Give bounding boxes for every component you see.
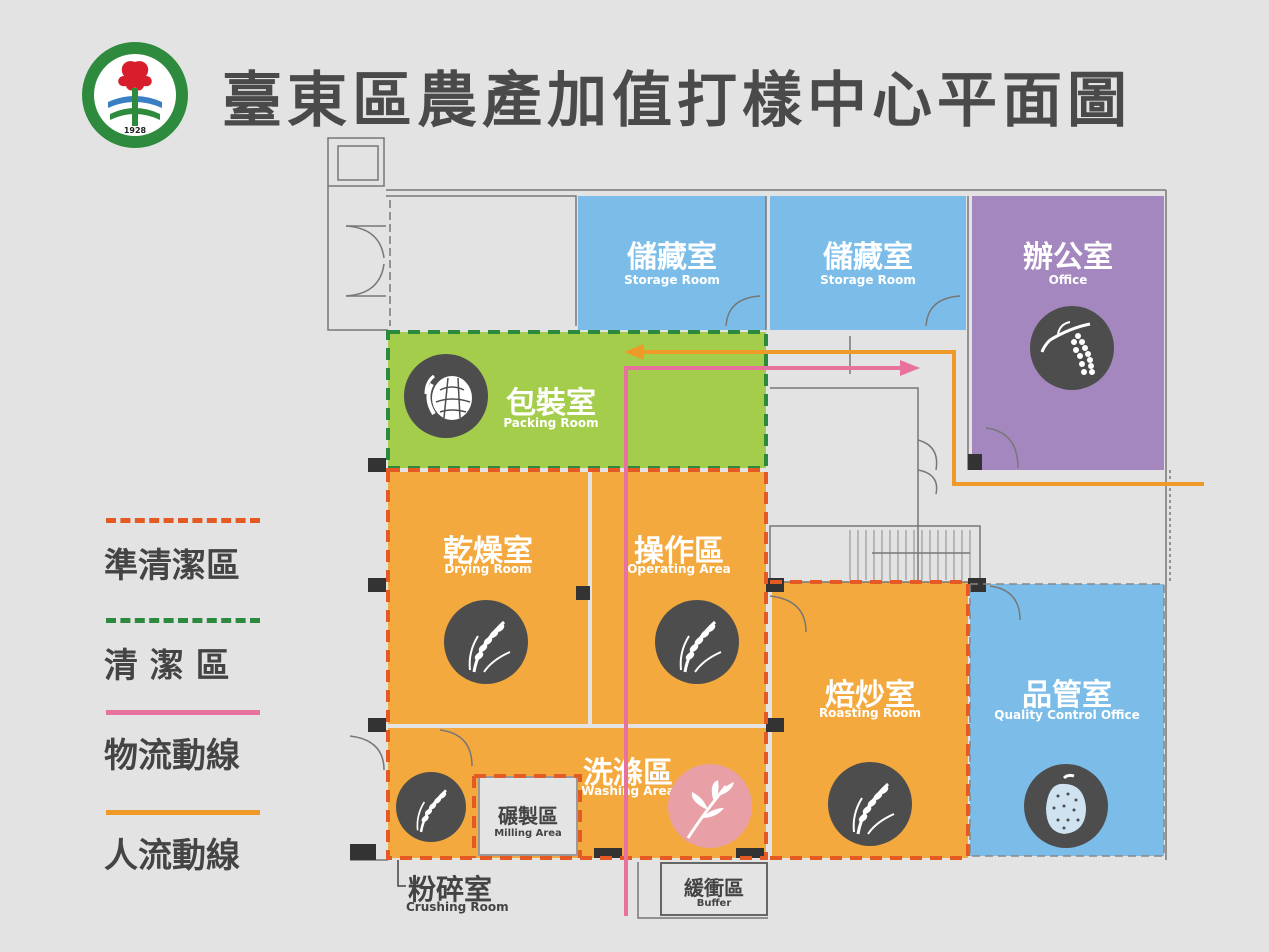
wheat-icon [828, 762, 912, 846]
room-crushing [388, 728, 474, 858]
room-name-en: Storage Room [820, 273, 916, 287]
wheat-icon [444, 600, 528, 684]
room-drying: 乾燥室 Drying Room [388, 472, 588, 724]
room-roasting: 焙炒室 Roasting Room [772, 582, 968, 858]
quinoa-icon [1030, 306, 1114, 390]
room-buffer: 緩衝區 Buffer [660, 862, 768, 916]
wheat-icon [396, 772, 466, 842]
room-name: 儲藏室 [627, 240, 717, 275]
room-storage-1: 儲藏室 Storage Room [578, 196, 766, 330]
room-name-en: Operating Area [627, 562, 731, 576]
room-name: 緩衝區 [684, 876, 744, 900]
plant-icon [668, 764, 752, 848]
wheat-icon [655, 600, 739, 684]
room-name: 碾製區 [498, 804, 558, 828]
room-name-en: Drying Room [444, 562, 532, 576]
room-name: 辦公室 [1023, 240, 1113, 275]
legend-label-logistics: 物流動線 [104, 736, 240, 776]
room-name-en: Buffer [696, 898, 732, 909]
room-name-en: Roasting Room [818, 706, 922, 720]
legend-line-people [106, 810, 260, 815]
room-name-en: Office [1048, 273, 1088, 287]
room-storage-2: 儲藏室 Storage Room [770, 196, 966, 330]
legend-line-logistics [106, 710, 260, 715]
legend-line-clean [106, 618, 260, 623]
crushing-room-label: 粉碎室 [408, 873, 493, 906]
room-packing: 包裝室 Packing Room [388, 332, 766, 468]
logo-seal: 1928 [82, 42, 188, 148]
custard-apple-icon [404, 354, 488, 438]
room-milling: 碾製區 Milling Area [478, 776, 578, 856]
legend-line-semi-clean [106, 518, 260, 523]
soursop-icon [1024, 764, 1108, 848]
room-office: 辦公室 Office [972, 196, 1164, 470]
room-name-en: Quality Control Office [994, 708, 1140, 722]
room-name-en: Packing Room [503, 416, 599, 430]
room-name-en: Storage Room [624, 273, 720, 287]
legend-label-semi-clean: 準清潔區 [104, 546, 240, 586]
room-name-en: Milling Area [494, 828, 562, 839]
room-quality-control: 品管室 Quality Control Office [970, 584, 1164, 856]
svg-text:1928: 1928 [124, 126, 147, 135]
legend-label-people: 人流動線 [104, 836, 240, 876]
room-name: 儲藏室 [823, 240, 913, 275]
page-title: 臺東區農產加值打樣中心平面圖 [222, 66, 1132, 136]
legend-label-clean: 清 潔 區 [104, 646, 230, 686]
room-operating: 操作區 Operating Area [592, 472, 766, 724]
crushing-room-label-en: Crushing Room [406, 900, 509, 914]
